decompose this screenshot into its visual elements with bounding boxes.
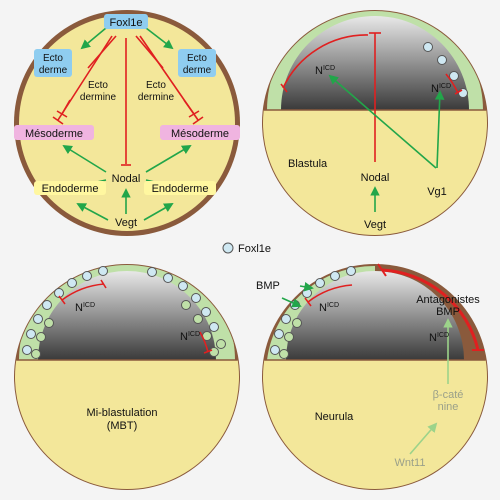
legend: Foxl1e <box>222 242 271 255</box>
inhibit-foxl1e-ectodermine-left <box>87 35 117 69</box>
endo-left-bg <box>34 181 106 195</box>
ecto-left-bg <box>34 49 72 77</box>
nicd-left-label: NICD <box>319 302 339 314</box>
foxl1e-cell <box>458 88 468 98</box>
ectodermine-left-label-2: dermine <box>80 92 117 103</box>
foxl1e-cell <box>437 55 447 65</box>
ecto-right-label-2: derme <box>183 65 212 76</box>
vegetal-yolk <box>263 360 487 489</box>
arrow-foxl1e-ecto-right <box>145 27 174 50</box>
ectodermine-right-label-1: Ecto <box>146 80 166 91</box>
nicd-right-label: NICD <box>180 331 200 343</box>
legend-label: Foxl1e <box>238 243 271 255</box>
ecto-left-label-2: derme <box>39 65 68 76</box>
stage-mbt-1: Mi-blastulation <box>87 407 158 419</box>
arrow-bmp-2 <box>281 297 302 308</box>
meso-left-bg <box>14 125 94 140</box>
ectodermine-right-label-2: dermine <box>138 92 175 103</box>
bcatenin-label-2: nine <box>438 401 459 413</box>
antagonists-label-1: Antagonistes <box>416 294 480 306</box>
antagonists-label-2: BMP <box>436 306 460 318</box>
panel-fate-map: Foxl1e Ecto derme Ecto derme Ecto dermin… <box>14 10 240 236</box>
panel-blastula: NICD NICD Blastula Nodal Vg1 Vegt <box>262 10 488 236</box>
arrow-bmp-1 <box>299 282 314 292</box>
ecto-right-label-1: Ecto <box>187 53 207 64</box>
inhibit-foxl1e-ectodermine-right <box>135 35 164 69</box>
inhibition-arc-left <box>282 34 369 89</box>
ectodermine-left-label-1: Ecto <box>88 80 108 91</box>
endoderm-left-label: Endoderme <box>42 183 99 195</box>
arrow-vg1-nicd <box>328 74 437 169</box>
arrow-nodal-meso-left <box>62 144 107 173</box>
inhibition-arc-left <box>307 284 353 303</box>
stage-blastula: Blastula <box>288 158 328 170</box>
cells-inner <box>279 318 302 359</box>
antagonist-arc <box>381 268 480 351</box>
foxl1e-cell <box>449 71 459 81</box>
inhibit-bar <box>188 110 200 118</box>
ecto-left-label-1: Ecto <box>43 53 63 64</box>
inhibition-arc-left <box>61 283 105 301</box>
foxl1e-bg <box>104 14 148 29</box>
blastocoel <box>286 271 464 360</box>
inhibit-bar <box>56 110 68 118</box>
ecto-right-bg <box>178 49 216 77</box>
cells-inner <box>31 300 226 359</box>
nicd-left-label: NICD <box>315 65 335 77</box>
arrow-vegt-endo-right <box>143 203 174 221</box>
nicd-left-label: NICD <box>75 302 95 314</box>
meso-right-bg <box>160 125 240 140</box>
arrow-nodal-meso-right <box>145 145 192 173</box>
endoderm-right-label: Endoderme <box>152 183 209 195</box>
blastocoel <box>38 271 216 360</box>
nodal-label: Nodal <box>112 173 141 185</box>
arrow-vg1-nicd-right <box>434 90 445 169</box>
panel-neurula: BMP NICD NICD Antagonistes BMP Neurula β… <box>256 263 488 490</box>
mesoderm-left-label: Mésoderme <box>25 128 83 140</box>
inhibit-bar <box>192 116 204 125</box>
bcatenin-label-1: β-caté <box>433 389 464 401</box>
foxl1e-label: Foxl1e <box>109 17 142 29</box>
nicd-right-label: NICD <box>431 83 451 95</box>
embryo-yolk <box>19 15 235 231</box>
vegt-label: Vegt <box>364 219 386 231</box>
endo-right-bg <box>144 181 216 195</box>
bmp-label: BMP <box>256 280 280 292</box>
panel-mbt: NICD NICD Mi-blastulation (MBT) <box>14 264 240 490</box>
stage-mbt-2: (MBT) <box>107 420 138 432</box>
cells-outer <box>22 266 219 355</box>
vg1-label: Vg1 <box>427 186 447 198</box>
arrow-wnt11-bcatenin <box>409 422 438 455</box>
nicd-right-label: NICD <box>429 332 449 344</box>
arrow-vegt-endo-left <box>76 203 109 221</box>
vegt-label: Vegt <box>115 217 137 229</box>
mesoderm-right-label: Mésoderme <box>171 128 229 140</box>
wnt11-label: Wnt11 <box>395 457 426 469</box>
nodal-label: Nodal <box>361 172 390 184</box>
inhibit-ectodermine-meso-right <box>183 99 195 115</box>
foxl1e-cell <box>423 42 433 52</box>
inhibit-bar <box>52 116 64 125</box>
legend-cell-icon <box>222 242 234 254</box>
stage-neurula: Neurula <box>315 411 354 423</box>
arrow-foxl1e-ecto-left <box>80 27 107 50</box>
inhibit-ectodermine-meso-left <box>61 99 71 115</box>
